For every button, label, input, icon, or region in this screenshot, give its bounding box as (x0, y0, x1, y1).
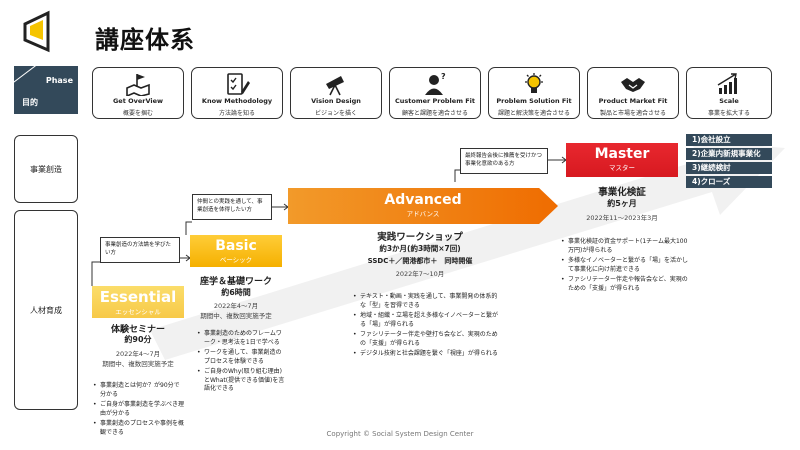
phase-purpose-jp: 事業を拡大する (707, 110, 750, 117)
phase-name-en: Get OverView (112, 97, 164, 105)
person-question-icon: ? (425, 72, 446, 95)
phase-vision-design: Vision Design ビジョンを描く (290, 67, 382, 119)
level-essential-name: Essential (99, 288, 177, 306)
essential-duration: 約90分 (124, 335, 152, 344)
phase-purpose-jp: 製品と市場を適合させる (599, 110, 666, 117)
phase-purpose-jp: 概要を掴む (122, 110, 153, 117)
phase-name-en: Vision Design (311, 97, 361, 105)
phase-name-en: Know Methodology (201, 97, 273, 105)
list-item: 多様なイノベーターと繋がる「場」を活かして事業化に向け前進できる (560, 257, 690, 274)
telescope-icon (326, 76, 344, 96)
phase-purpose-jp: 顧客と課題を適合させる (401, 110, 468, 117)
list-item: 地域・組織・立場を超え多様なイノベーターと繋がる「場」が得られる (352, 312, 502, 329)
handshake-icon (621, 78, 645, 92)
advanced-venue: SSDC＋／開港都市＋ 同時開催 (367, 257, 473, 265)
essential-date: 2022年4〜7月 (115, 350, 161, 358)
master-course: 事業化検証 (598, 187, 646, 198)
list-item: ワークを通して、事業創造のプロセスを体験できる (196, 349, 286, 366)
level-basic-banner: Basic ベーシック (190, 235, 282, 267)
level-advanced-banner: Advanced アドバンス (288, 188, 558, 224)
advanced-date: 2022年7〜10月 (395, 270, 445, 278)
essential-course: 体験セミナー (110, 325, 165, 335)
basic-benefits-list: 事業創造のためのフレームワーク・思考法を1日で学べる ワークを通して、事業創造の… (196, 330, 286, 396)
list-item: ご自身のWhy(取り組む理由)とWhat(提供できる価値)を言語化できる (196, 368, 286, 394)
level-master-banner: Master マスター (566, 143, 678, 177)
phase-get-overview: Get OverView 概要を掴む (92, 67, 184, 119)
list-item: デジタル技術と社会課題を繋ぐ「視座」が得られる (352, 350, 502, 359)
purpose-label: 目的 (22, 98, 38, 107)
phase-purpose-jp: 方法論を知る (218, 110, 255, 117)
phase-name-en: Customer Problem Fit (394, 97, 476, 105)
list-item: ファシリテーター伴走や壁打ち会など、実現のための「支援」が得られる (352, 331, 502, 348)
outcome-company-founding: 1)会社設立 (686, 134, 772, 146)
svg-text:?: ? (441, 72, 446, 81)
phase-label: Phase (45, 76, 73, 85)
advanced-duration: 約3か月(約3時間×7回) (379, 244, 461, 253)
level-master-kana: マスター (609, 164, 635, 172)
master-date: 2022年11〜2023年3月 (586, 214, 658, 222)
list-item: テキスト・動画・実践を通して、事業開発の体系的な「型」を習得できる (352, 293, 502, 310)
row-label-talent-development: 人材育成 (14, 210, 78, 410)
phase-product-market-fit: Product Market Fit 製品と市場を適合させる (587, 67, 679, 119)
essential-benefits-list: 事業創造とは何か？が90分で分かる ご自身が事業創造を学ぶべき理由が分かる 事業… (92, 382, 184, 439)
list-item: ファシリテーター伴走や報告会など、実現のための「支援」が得られる (560, 276, 690, 293)
phase-customer-problem-fit: ? Customer Problem Fit 顧客と課題を適合させる (389, 67, 481, 119)
master-target-callout: 最終報告会後に推薦を受けかつ事業化意欲のある方 (460, 148, 548, 174)
outcome-close: 4)クローズ (686, 176, 772, 188)
advanced-course: 実践ワークショップ (377, 232, 463, 243)
list-item: 事業化検証の資金サポート(1チーム最大100万円)が得られる (560, 238, 690, 255)
phase-name-en: Problem Solution Fit (496, 97, 572, 105)
level-essential-kana: エッセンシャル (115, 308, 161, 316)
phase-know-methodology: Know Methodology 方法論を知る (191, 67, 283, 119)
list-item: 事業創造のためのフレームワーク・思考法を1日で学べる (196, 330, 286, 347)
map-flag-icon (126, 74, 150, 96)
growth-chart-icon (717, 73, 737, 94)
advanced-target-callout: 仲間との実践を通して、事業創造を体得したい方 (192, 194, 272, 220)
basic-note: 期間中、複数回実施予定 (200, 312, 272, 320)
phase-problem-solution-fit: Problem Solution Fit 課題と解決策を適合させる (488, 67, 580, 119)
row-label-business-creation: 事業創造 (14, 135, 78, 203)
list-item: 事業創造とは何か？が90分で分かる (92, 382, 184, 399)
basic-duration: 約6時間 (221, 288, 251, 297)
level-basic-kana: ベーシック (219, 256, 253, 264)
basic-course: 座学＆基礎ワーク (199, 277, 272, 287)
level-master-name: Master (594, 146, 650, 162)
ssdc-logo-icon (23, 10, 50, 53)
checklist-pen-icon (227, 73, 250, 95)
basic-target-callout: 事業創造の方法論を学びたい方 (100, 237, 180, 263)
phase-scale: Scale 事業を拡大する (686, 67, 772, 119)
page-title: 講座体系 (95, 26, 195, 54)
phase-purpose-jp: ビジョンを描く (314, 110, 357, 117)
essential-note: 期間中、複数回実施予定 (102, 360, 174, 368)
phase-purpose-jp: 課題と解決策を適合させる (497, 110, 570, 117)
copyright: Copyright © Social System Design Center (326, 430, 474, 438)
lightbulb-icon (525, 73, 543, 93)
level-advanced-name: Advanced (384, 192, 462, 208)
level-essential-banner: Essential エッセンシャル (92, 286, 184, 318)
basic-date: 2022年4〜7月 (213, 302, 259, 310)
list-item: 事業創造のプロセスや事例を概観できる (92, 420, 184, 437)
advanced-benefits-list: テキスト・動画・実践を通して、事業開発の体系的な「型」を習得できる 地域・組織・… (352, 293, 502, 361)
master-duration: 約5ヶ月 (607, 199, 637, 208)
master-benefits-list: 事業化検証の資金サポート(1チーム最大100万円)が得られる 多様なイノベーター… (560, 238, 690, 295)
outcome-internal-business: 2)企業内新規事業化 (686, 148, 772, 160)
list-item: ご自身が事業創造を学ぶべき理由が分かる (92, 401, 184, 418)
level-advanced-kana: アドバンス (406, 210, 440, 218)
phase-purpose-header: Phase 目的 (14, 66, 78, 114)
phase-name-en: Scale (719, 97, 739, 105)
level-basic-name: Basic (215, 238, 257, 254)
outcome-continue-review: 3)継続検討 (686, 162, 772, 174)
phase-name-en: Product Market Fit (598, 97, 668, 105)
